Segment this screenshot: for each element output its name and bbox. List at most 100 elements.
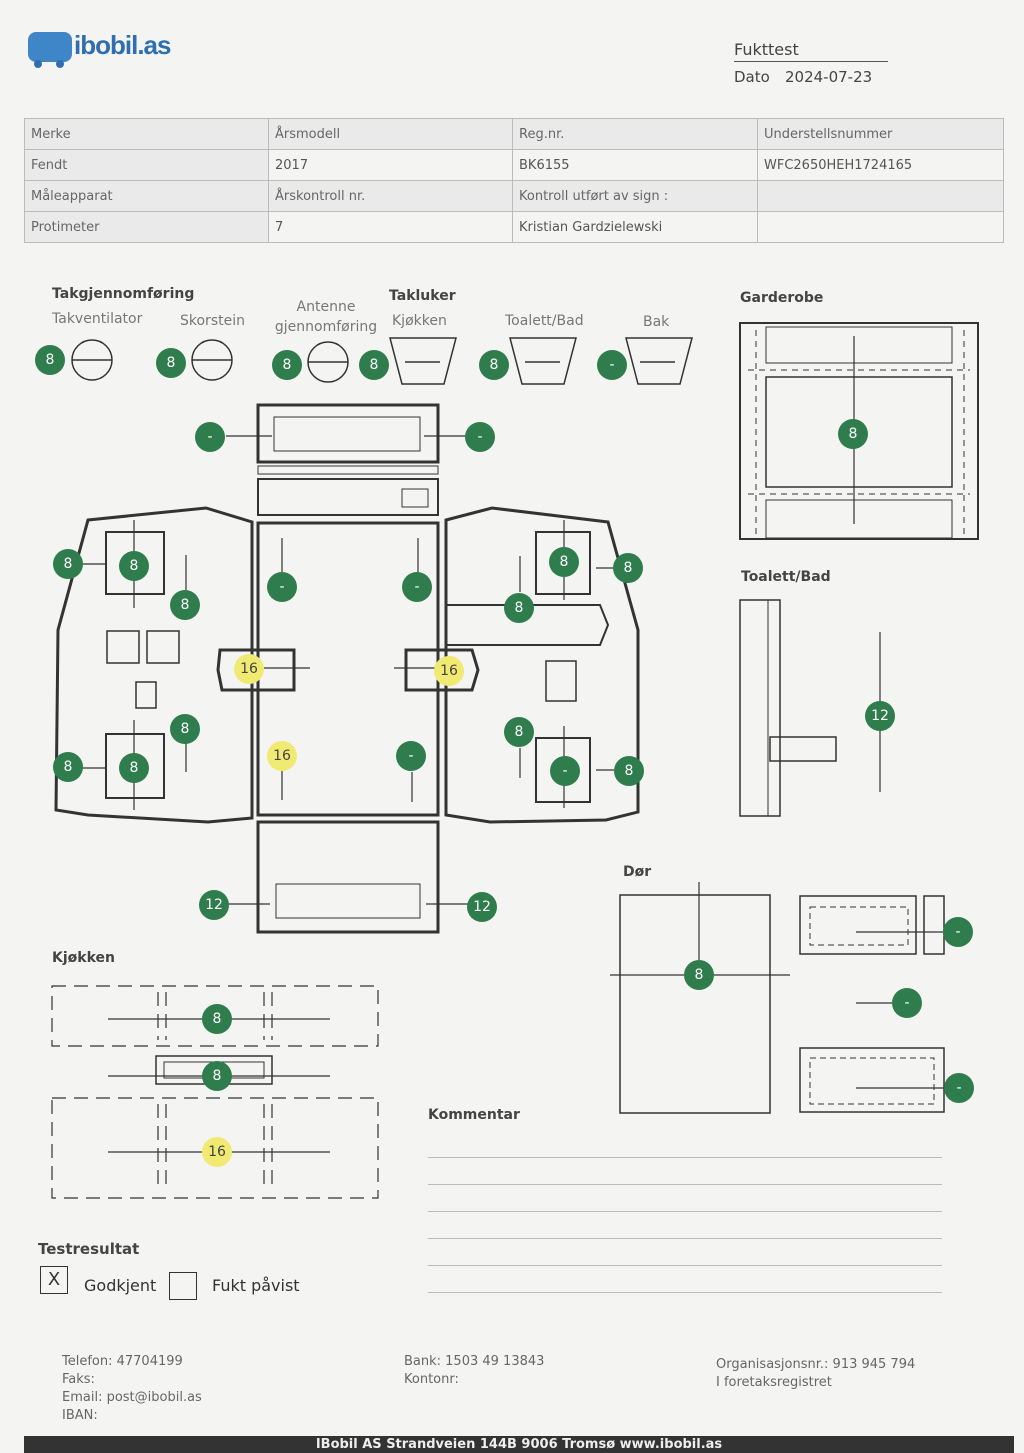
reading-left-5: 8: [53, 752, 83, 782]
footer-kontonr: Kontonr:: [404, 1372, 459, 1387]
reading-dor-3: -: [944, 1073, 974, 1103]
reading-toalett-hatch: 8: [479, 350, 509, 380]
date-label: Dato: [734, 68, 770, 86]
reading-front-right: -: [465, 422, 495, 452]
fukt-pavist-checkbox[interactable]: [169, 1272, 197, 1300]
toalett-bad-heading: Toalett/Bad: [741, 569, 831, 585]
godkjent-label: Godkjent: [84, 1276, 157, 1295]
reading-center-5: 16: [267, 741, 297, 771]
takluker-heading: Takluker: [389, 288, 456, 304]
table-cell: Kristian Gardzielewski: [512, 211, 758, 243]
comment-line[interactable]: [428, 1211, 942, 1212]
footer-faks: Faks:: [62, 1372, 95, 1387]
dor-heading: Dør: [623, 864, 652, 880]
toalett-hatch-symbol: [509, 337, 577, 385]
reading-dor: 8: [684, 960, 714, 990]
reading-front-left: -: [195, 422, 225, 452]
reading-toalett-bad: 12: [865, 701, 895, 731]
comment-line[interactable]: [428, 1184, 942, 1185]
reading-left-2: 8: [119, 551, 149, 581]
garderobe-heading: Garderobe: [740, 290, 824, 306]
antenne-label: Antenne gjennomføring: [274, 299, 378, 335]
footer-telefon: Telefon: 47704199: [62, 1354, 183, 1369]
footer-org: Organisasjonsnr.: 913 945 794 I foretaks…: [716, 1356, 915, 1392]
company-logo: ibobil.as: [26, 26, 171, 70]
table-row: Fendt 2017 BK6155 WFC2650HEH1724165: [24, 149, 1004, 181]
reading-kjokken-3: 16: [202, 1137, 232, 1167]
document-title: Fukttest: [734, 40, 888, 62]
kjokken-hatch-label: Kjøkken: [392, 313, 447, 329]
reading-skorstein: 8: [156, 348, 186, 378]
reading-takventilator: 8: [35, 345, 65, 375]
footer-orgnr: Organisasjonsnr.: 913 945 794: [716, 1357, 916, 1372]
testresultat-heading: Testresultat: [38, 1240, 140, 1258]
reading-center-2: -: [402, 572, 432, 602]
kjokken-heading: Kjøkken: [52, 950, 115, 966]
logo-text: ibobil.as: [74, 30, 171, 60]
reading-right-2: 8: [613, 553, 643, 583]
reading-right-3: 8: [504, 593, 534, 623]
reading-right-1: 8: [549, 547, 579, 577]
table-cell: BK6155: [512, 149, 758, 181]
table-row: Protimeter 7 Kristian Gardzielewski: [24, 211, 1004, 243]
table-cell: 7: [268, 211, 513, 243]
footer-contact: Telefon: 47704199 Faks: Email: post@ibob…: [62, 1353, 202, 1425]
date-value: 2024-07-23: [785, 68, 873, 86]
reading-kjokken-2: 8: [202, 1061, 232, 1091]
table-cell: Merke: [24, 118, 269, 150]
comment-line[interactable]: [428, 1265, 942, 1266]
skorstein-label: Skorstein: [180, 313, 245, 329]
takgjennomforing-heading: Takgjennomføring: [52, 286, 195, 302]
godkjent-checkbox[interactable]: X: [40, 1266, 68, 1294]
kommentar-heading: Kommentar: [428, 1107, 520, 1123]
reading-center-6: -: [396, 741, 426, 771]
table-cell: Fendt: [24, 149, 269, 181]
reading-kjokken-hatch: 8: [359, 350, 389, 380]
table-cell: Kontroll utført av sign :: [512, 180, 758, 212]
table-cell: Reg.nr.: [512, 118, 758, 150]
reading-garderobe: 8: [838, 419, 868, 449]
comment-line[interactable]: [428, 1238, 942, 1239]
reading-center-4: 16: [434, 656, 464, 686]
reading-left-1: 8: [53, 549, 83, 579]
table-cell: Måleapparat: [24, 180, 269, 212]
takventilator-label: Takventilator: [52, 311, 143, 327]
reading-back-right: 12: [467, 892, 497, 922]
kjokken-hatch-symbol: [389, 337, 457, 385]
footer-address-bar: IBobil AS Strandveien 144B 9006 Tromsø w…: [24, 1436, 1014, 1453]
reading-dor-1: -: [943, 917, 973, 947]
reading-left-3: 8: [170, 590, 200, 620]
footer-bank-number: Bank: 1503 49 13843: [404, 1354, 545, 1369]
reading-right-4: 8: [504, 717, 534, 747]
table-cell: [757, 180, 1004, 212]
logo-icon: [28, 32, 72, 68]
reading-back-left: 12: [199, 890, 229, 920]
bak-hatch-symbol: [625, 337, 693, 385]
reading-center-1: -: [267, 572, 297, 602]
footer-foretak: I foretaksregistret: [716, 1375, 832, 1390]
footer-email: Email: post@ibobil.as: [62, 1390, 202, 1405]
vehicle-info-table: Merke Årsmodell Reg.nr. Understellsnumme…: [24, 118, 1004, 243]
table-cell: Protimeter: [24, 211, 269, 243]
footer-iban: IBAN:: [62, 1408, 98, 1423]
reading-kjokken-1: 8: [202, 1004, 232, 1034]
table-row: Måleapparat Årskontroll nr. Kontroll utf…: [24, 180, 1004, 212]
reading-right-6: 8: [614, 756, 644, 786]
reading-antenne: 8: [272, 350, 302, 380]
footer-bank: Bank: 1503 49 13843 Kontonr:: [404, 1353, 544, 1389]
reading-right-5: -: [550, 756, 580, 786]
fukt-pavist-label: Fukt påvist: [212, 1276, 300, 1295]
table-cell: Årskontroll nr.: [268, 180, 513, 212]
bak-hatch-label: Bak: [643, 314, 670, 330]
table-cell: Understellsnummer: [757, 118, 1004, 150]
comment-line[interactable]: [428, 1157, 942, 1158]
reading-left-6: 8: [119, 753, 149, 783]
comment-line[interactable]: [428, 1292, 942, 1293]
reading-dor-2: -: [892, 988, 922, 1018]
toalett-hatch-label: Toalett/Bad: [505, 313, 584, 329]
reading-bak-hatch: -: [597, 350, 627, 380]
table-cell: [757, 211, 1004, 243]
table-row: Merke Årsmodell Reg.nr. Understellsnumme…: [24, 118, 1004, 150]
reading-left-4: 8: [170, 714, 200, 744]
reading-center-3: 16: [234, 654, 264, 684]
